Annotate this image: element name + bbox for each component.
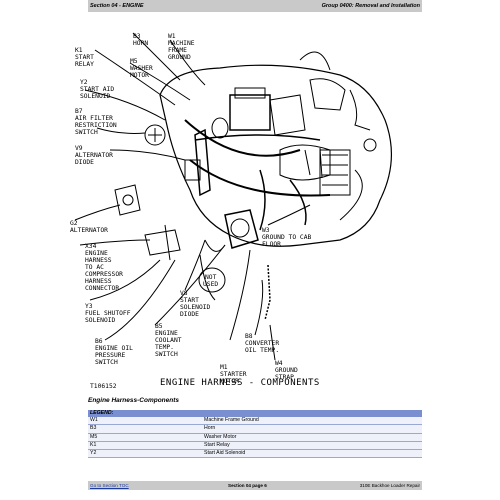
engine-illustration xyxy=(74,32,392,361)
legend-name: Washer Motor xyxy=(202,433,422,442)
legend-code: W1 xyxy=(88,417,202,426)
legend-heading: LEGEND: xyxy=(88,410,422,418)
legend-table: LEGEND: W1 Machine Frame Ground B3 Horn … xyxy=(88,410,422,459)
figure-id: T106152 xyxy=(90,383,117,390)
legend-row: Y2 Start Aid Solenoid xyxy=(88,449,422,459)
legend-code: M5 xyxy=(88,433,202,442)
legend-row: M5 Washer Motor xyxy=(88,433,422,442)
legend-heading-row: LEGEND: xyxy=(88,410,422,418)
legend-row: W1 Machine Frame Ground xyxy=(88,417,422,426)
section-title: Engine Harness-Components xyxy=(88,397,180,404)
legend-code: K1 xyxy=(88,441,202,451)
legend-name: Machine Frame Ground xyxy=(202,417,422,426)
legend-row: K1 Start Relay xyxy=(88,441,422,451)
section-name: Section 04 - ENGINE xyxy=(90,3,144,9)
group-name: Group 0400: Removal and Installation xyxy=(321,3,420,9)
legend-name: Start Relay xyxy=(202,441,422,451)
page-footer-bar: Go to Section TOC Section 04 page 6 310E… xyxy=(88,481,422,490)
legend-name: Start Aid Solenoid xyxy=(202,449,422,459)
legend-code: B3 xyxy=(88,424,202,434)
figure-caption: ENGINE HARNESS - COMPONENTS xyxy=(160,378,320,388)
legend-name: Horn xyxy=(202,424,422,434)
page-header-bar: Section 04 - ENGINE Group 0400: Removal … xyxy=(88,0,422,12)
manual-title: 310E Backhoe Loader Repair xyxy=(359,483,420,488)
section-toc-link[interactable]: Go to Section TOC xyxy=(90,483,129,488)
legend-code: Y2 xyxy=(88,449,202,459)
legend-row: B3 Horn xyxy=(88,424,422,434)
page-number: Section 04 page 6 xyxy=(228,483,267,488)
